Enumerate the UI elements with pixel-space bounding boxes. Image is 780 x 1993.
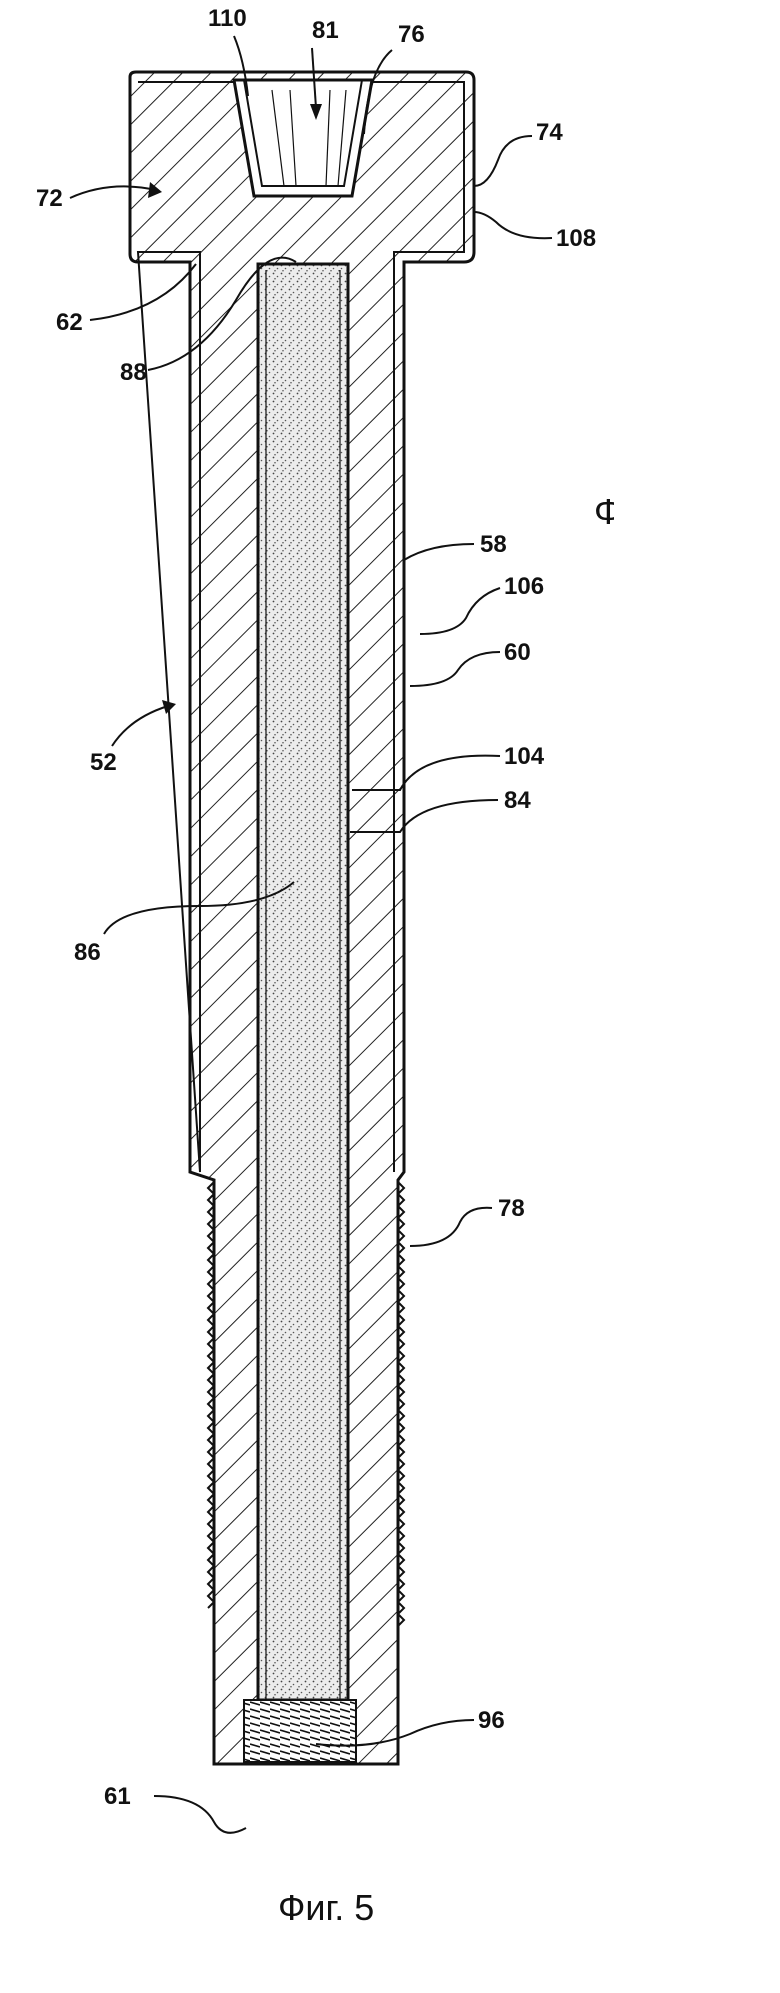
bore-filler [258,264,348,1700]
label-61: 61 [104,1783,131,1810]
figure-caption: Фиг. 5 [278,1887,374,1928]
label-104: 104 [504,743,545,770]
label-74: 74 [536,119,563,146]
edge-glyph: Φ [594,491,614,532]
label-110: 110 [208,5,247,32]
label-76: 76 [398,21,425,48]
label-52: 52 [90,749,117,776]
label-84: 84 [504,787,531,814]
label-58: 58 [480,531,507,558]
label-88: 88 [120,359,147,386]
label-60: 60 [504,639,531,666]
label-108: 108 [556,225,596,252]
label-62: 62 [56,309,83,336]
label-86: 86 [74,939,101,966]
bolt-cross-section-drawing: 110 81 76 74 72 108 62 88 58 106 60 52 1… [0,0,614,1993]
label-72: 72 [36,185,63,212]
label-96: 96 [478,1707,505,1734]
label-81: 81 [312,17,339,44]
label-106: 106 [504,573,544,600]
internal-thread [244,1700,356,1762]
label-78: 78 [498,1195,525,1222]
